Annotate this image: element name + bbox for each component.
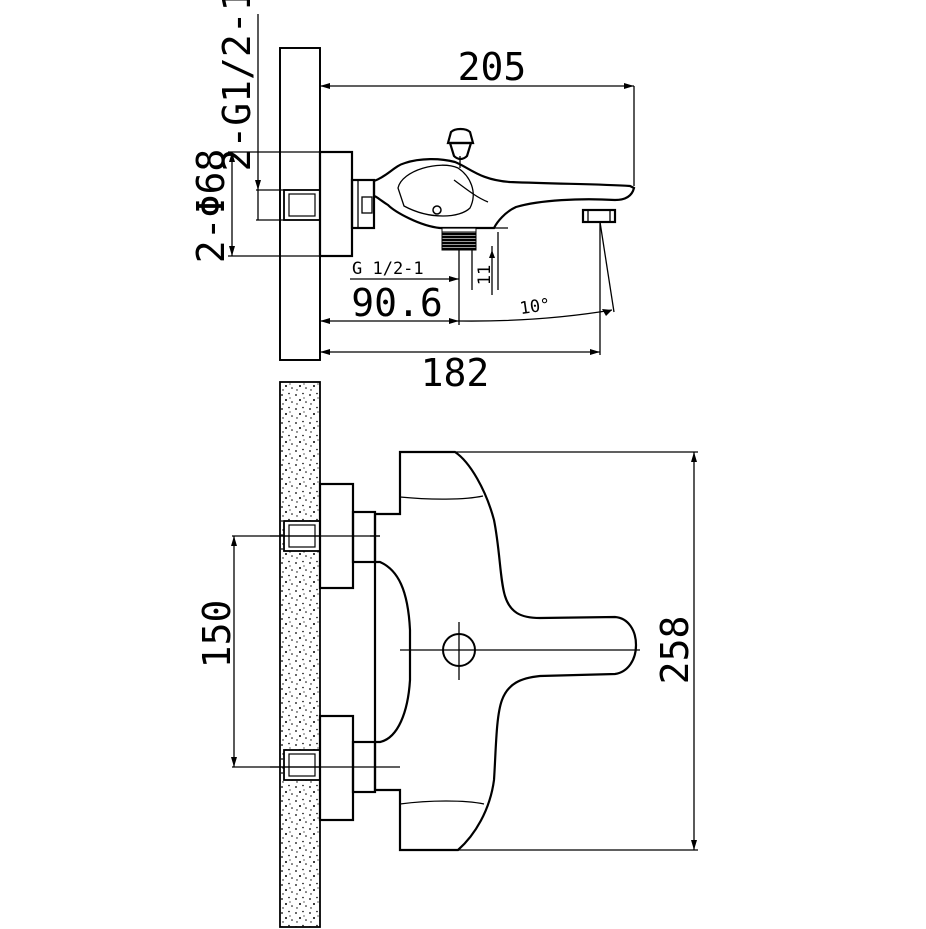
body-front-outline bbox=[373, 450, 638, 852]
diverter-knob bbox=[446, 127, 475, 145]
dim-inlet-spacing: 150 bbox=[195, 600, 239, 669]
outlet-thread-label: G 1/2-1 bbox=[352, 259, 424, 279]
dim-wall-to-outlet: 90.6 bbox=[351, 281, 443, 325]
faucet-body bbox=[372, 158, 636, 230]
inlet-thread-label: 2-G1/2-1 bbox=[215, 0, 259, 172]
connector-nut bbox=[350, 178, 376, 230]
side-view: 205 90.6 182 10° G 1/2-1 11 2-Φ68 bbox=[189, 0, 636, 395]
wall-section-bottom bbox=[280, 382, 320, 927]
hose-outlet bbox=[441, 231, 477, 251]
dim-outlet-height: 11 bbox=[475, 265, 495, 285]
flange-diameter-label: 2-Φ68 bbox=[189, 149, 233, 263]
lower-flange bbox=[318, 714, 355, 822]
wall-flange bbox=[318, 150, 354, 258]
dim-overall-length: 205 bbox=[458, 45, 527, 89]
dim-height: 258 bbox=[653, 616, 697, 685]
angle-label: 10° bbox=[519, 295, 552, 319]
front-view: 150 258 bbox=[195, 381, 698, 928]
spout-aerator bbox=[581, 208, 617, 224]
dim-wall-to-tip: 182 bbox=[421, 351, 490, 395]
